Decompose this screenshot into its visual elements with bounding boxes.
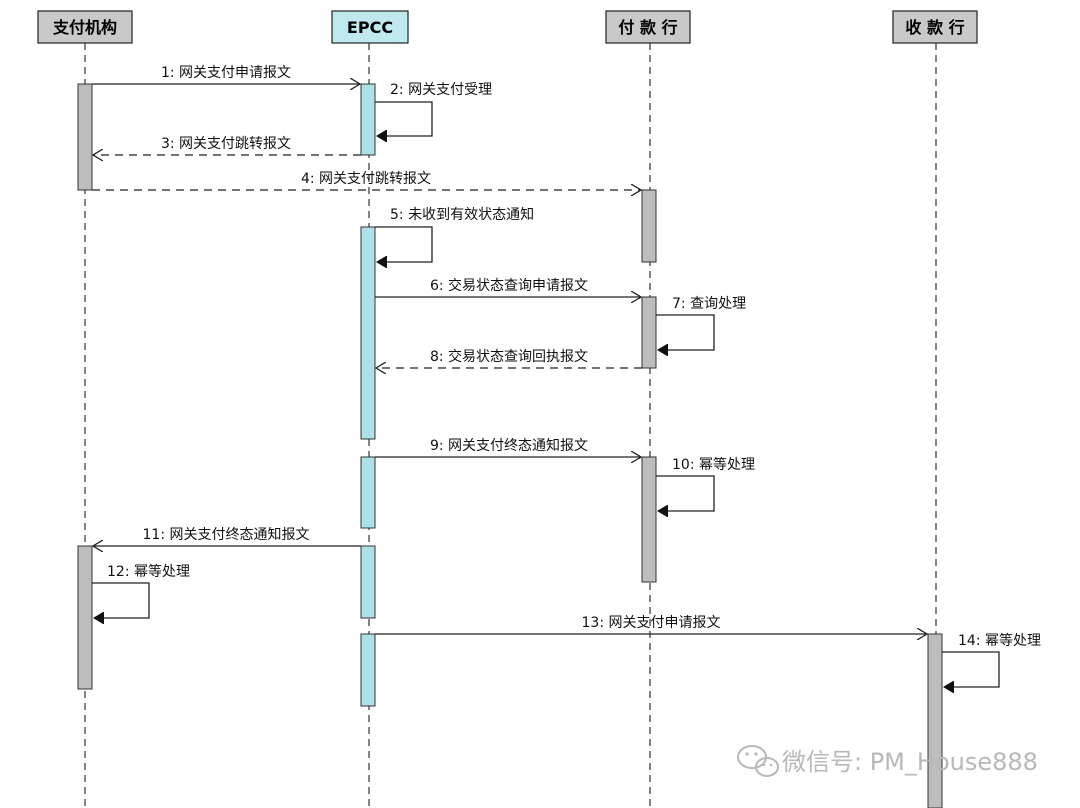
message-11: 11: 网关支付终态通知报文 xyxy=(93,526,361,546)
activation-bar xyxy=(641,456,657,583)
message-arrow xyxy=(942,651,1000,687)
message-label: 8: 交易状态查询回执报文 xyxy=(430,348,588,365)
message-label: 4: 网关支付跳转报文 xyxy=(301,171,431,187)
message-6: 6: 交易状态查询申请报文 xyxy=(375,277,641,297)
message-3: 3: 网关支付跳转报文 xyxy=(93,136,361,155)
activation-bar xyxy=(360,545,376,619)
message-label: 12: 幂等处理 xyxy=(107,563,190,580)
activation-bar xyxy=(360,456,376,529)
message-label: 11: 网关支付终态通知报文 xyxy=(143,526,310,543)
lifeline-label-epcc: EPCC xyxy=(347,18,393,37)
activation-bar xyxy=(77,545,93,690)
activation-bar xyxy=(360,83,376,156)
message-label: 13: 网关支付申请报文 xyxy=(582,615,721,631)
message-arrow xyxy=(92,582,150,618)
message-arrow xyxy=(375,101,433,136)
message-7: 7: 查询处理 xyxy=(656,296,746,350)
message-label: 5: 未收到有效状态通知 xyxy=(390,206,534,223)
message-9: 9: 网关支付终态通知报文 xyxy=(375,437,641,457)
message-label: 2: 网关支付受理 xyxy=(390,82,492,98)
message-label: 1: 网关支付申请报文 xyxy=(161,65,291,81)
activation-bar xyxy=(360,633,376,707)
message-13: 13: 网关支付申请报文 xyxy=(375,615,927,634)
lifeline-label-payee-bank: 收 款 行 xyxy=(905,18,964,37)
message-12: 12: 幂等处理 xyxy=(92,563,190,618)
message-1: 1: 网关支付申请报文 xyxy=(92,65,360,84)
message-arrow xyxy=(656,314,715,350)
message-2: 2: 网关支付受理 xyxy=(375,82,492,136)
message-label: 9: 网关支付终态通知报文 xyxy=(430,437,588,454)
message-8: 8: 交易状态查询回执报文 xyxy=(376,348,642,368)
lifeline-header-payee-bank: 收 款 行 xyxy=(892,10,978,44)
message-arrow xyxy=(656,475,715,511)
activation-bar xyxy=(360,226,376,440)
message-arrow xyxy=(375,226,433,262)
activation-bar xyxy=(927,633,943,808)
activation-bar xyxy=(641,296,657,369)
lifeline-label-payment-institution: 支付机构 xyxy=(52,18,117,37)
message-10: 10: 幂等处理 xyxy=(656,456,755,511)
message-label: 10: 幂等处理 xyxy=(672,456,755,473)
lifeline-header-epcc: EPCC xyxy=(331,10,409,44)
lifeline-header-payment-institution: 支付机构 xyxy=(37,10,133,44)
message-4: 4: 网关支付跳转报文 xyxy=(92,171,641,190)
activation-bar xyxy=(77,83,93,191)
activation-bar xyxy=(641,189,657,263)
message-label: 3: 网关支付跳转报文 xyxy=(161,136,291,152)
lifeline-header-payer-bank: 付 款 行 xyxy=(605,10,691,44)
message-label: 14: 幂等处理 xyxy=(958,632,1041,649)
message-5: 5: 未收到有效状态通知 xyxy=(375,206,534,262)
message-label: 7: 查询处理 xyxy=(672,296,746,312)
watermark: 微信号: PM_House888 xyxy=(737,745,1038,777)
message-label: 6: 交易状态查询申请报文 xyxy=(430,277,588,294)
wechat-icon xyxy=(737,745,779,777)
watermark-text: 微信号: PM_House888 xyxy=(782,748,1038,776)
lifeline-label-payer-bank: 付 款 行 xyxy=(618,18,677,37)
message-14: 14: 幂等处理 xyxy=(942,632,1041,687)
